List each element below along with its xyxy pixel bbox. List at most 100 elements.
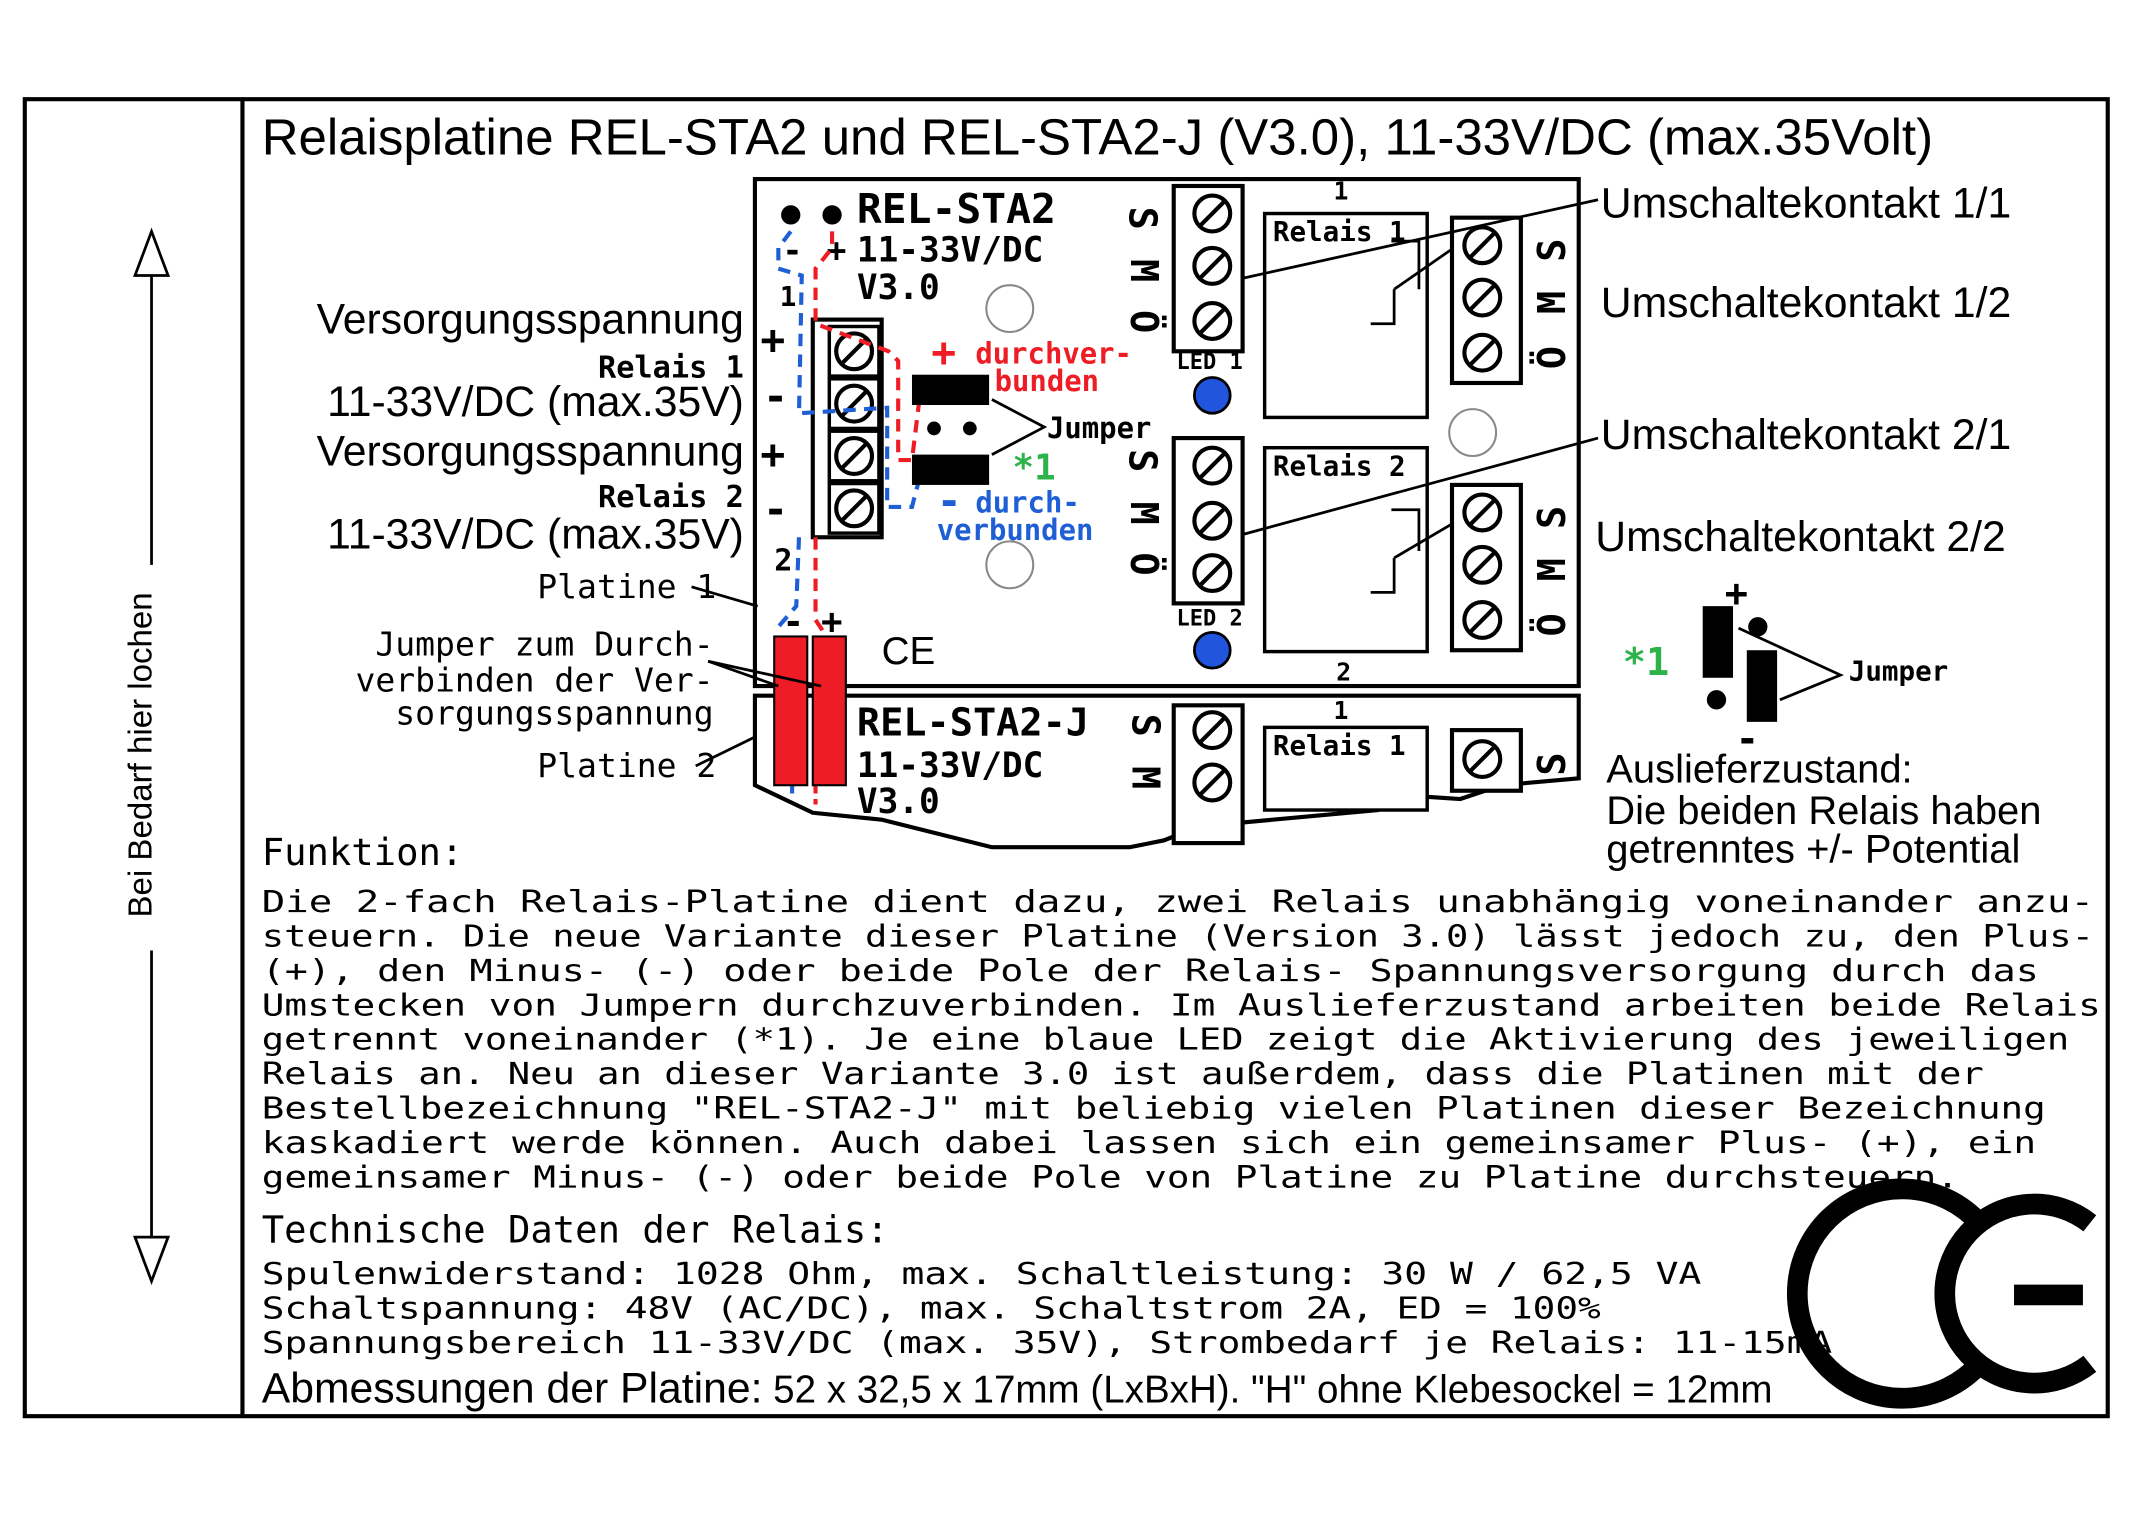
svg-text:Ö: Ö	[1121, 552, 1168, 575]
arrow-up-icon	[133, 227, 171, 277]
svg-text:Auslieferzustand:: Auslieferzustand:	[1606, 747, 1912, 791]
svg-text:Bestellbezeichnung "REL-STA2-J: Bestellbezeichnung "REL-STA2-J" mit beli…	[262, 1092, 2046, 1127]
arrow-down-icon	[133, 1235, 171, 1286]
svg-text:Schaltspannung: 48V (AC/DC), m: Schaltspannung: 48V (AC/DC), max. Schalt…	[262, 1291, 1601, 1326]
board-1-ce-mark: CE	[882, 630, 936, 673]
svg-text:Relais 2: Relais 2	[598, 480, 744, 515]
page-title: Relaisplatine REL-STA2 und REL-STA2-J (V…	[262, 108, 1933, 165]
svg-text:Relais 1: Relais 1	[1273, 730, 1406, 762]
board-1-name: REL-STA2	[857, 185, 1056, 233]
svg-text:Relais 2: Relais 2	[1273, 450, 1406, 482]
relay-2	[1262, 445, 1429, 654]
svg-text:Ö: Ö	[1121, 310, 1168, 333]
svg-text:Platine 1: Platine 1	[537, 567, 716, 606]
svg-text:Relais 1: Relais 1	[1273, 216, 1406, 248]
led1-label: LED 1	[1176, 350, 1242, 375]
svg-text:-: -	[782, 231, 802, 270]
outer-frame	[22, 97, 2110, 1419]
svg-text:+: +	[827, 231, 847, 270]
svg-text:11-33V/DC (max.35V): 11-33V/DC (max.35V)	[327, 510, 744, 558]
svg-text:*1: *1	[1013, 447, 1056, 488]
svg-text:Die 2-fach Relais-Platine dien: Die 2-fach Relais-Platine dient dazu, zw…	[262, 885, 2094, 920]
board-1-version: V3.0	[857, 268, 940, 308]
board-1-voltage: 11-33V/DC	[857, 231, 1044, 271]
cascade-jumper-plus	[811, 635, 847, 787]
mounting-hole	[985, 284, 1035, 334]
mounting-hole	[1448, 408, 1498, 458]
svg-text:Ö: Ö	[1528, 613, 1575, 636]
svg-text:*1: *1	[1623, 640, 1669, 685]
svg-text:S: S	[1530, 239, 1575, 262]
board-2-version: V3.0	[857, 782, 940, 822]
svg-text:11-33V/DC (max.35V): 11-33V/DC (max.35V)	[327, 378, 744, 426]
relay-1	[1262, 211, 1429, 420]
svg-text:Jumper: Jumper	[1047, 411, 1151, 445]
cascade-jumper-minus	[773, 635, 809, 787]
svg-text:verbunden: verbunden	[937, 513, 1094, 547]
svg-text:(+), den Minus- (-) oder beide: (+), den Minus- (-) oder beide Pole der …	[262, 954, 2039, 989]
svg-text:M: M	[1121, 259, 1166, 282]
led2-label: LED 2	[1176, 606, 1242, 631]
svg-text:Umschaltekontakt 1/2: Umschaltekontakt 1/2	[1601, 279, 2011, 327]
svg-text:M: M	[1530, 558, 1575, 581]
terminal-block-relay2-right	[1449, 482, 1523, 653]
svg-text:durch-: durch-	[975, 485, 1079, 519]
svg-text:Jumper zum Durch-: Jumper zum Durch-	[375, 625, 713, 664]
svg-text:S: S	[1530, 752, 1575, 775]
svg-text:-: -	[782, 602, 804, 643]
svg-text:Spulenwiderstand: 1028 Ohm, ma: Spulenwiderstand: 1028 Ohm, max. Schaltl…	[262, 1257, 1702, 1292]
svg-text:Umstecken von Jumpern durchzuv: Umstecken von Jumpern durchzuverbinden. …	[262, 988, 2101, 1023]
led1-icon	[1193, 376, 1232, 415]
terminal-block-relay1-left	[1171, 183, 1245, 354]
svg-text:Die beiden Relais haben: Die beiden Relais haben	[1606, 789, 2041, 833]
board-2: REL-STA2-J - + 11-33V/DC V3.0 S M 1 Rela…	[752, 693, 1581, 850]
svg-text:M: M	[1121, 501, 1166, 524]
svg-text:S: S	[1122, 714, 1167, 737]
svg-text:Ö: Ö	[1528, 346, 1575, 369]
tech-heading: Technische Daten der Relais:	[262, 1208, 889, 1252]
board-2-name: REL-STA2-J	[857, 701, 1089, 746]
svg-text:1: 1	[780, 281, 797, 313]
svg-text:+: +	[760, 430, 785, 478]
ce-mark-icon	[1786, 1178, 2097, 1409]
svg-text:1: 1	[1334, 177, 1349, 206]
svg-text:verbinden der Ver-: verbinden der Ver-	[355, 661, 713, 700]
svg-text:durchver-: durchver-	[975, 337, 1132, 371]
svg-text:2: 2	[774, 543, 792, 578]
jumper-plus	[911, 374, 990, 406]
svg-text:-: -	[763, 373, 788, 421]
svg-text:Umschaltekontakt 2/1: Umschaltekontakt 2/1	[1601, 411, 2011, 459]
trace-plus	[813, 231, 923, 463]
function-text: Die 2-fach Relais-Platine dient dazu, zw…	[262, 885, 2101, 1196]
svg-text:1: 1	[1334, 696, 1349, 725]
svg-text:Versorgungsspannung: Versorgungsspannung	[317, 295, 744, 343]
svg-text:S: S	[1120, 207, 1165, 230]
punch-label: Bei Bedarf hier lochen	[123, 592, 160, 917]
svg-text:getrennt voneinander (*1). Je: getrennt voneinander (*1). Je eine blaue…	[262, 1023, 2069, 1058]
led2-icon	[1193, 630, 1232, 670]
right-labels: Umschaltekontakt 1/1 Umschaltekontakt 1/…	[1242, 180, 2041, 871]
svg-text:Umschaltekontakt 2/2: Umschaltekontakt 2/2	[1595, 513, 2005, 561]
jumper-minus	[911, 454, 990, 485]
svg-text:steuern. Die neue Variante die: steuern. Die neue Variante dieser Platin…	[262, 919, 2094, 954]
dimensions: Abmessungen der Platine: 52 x 32,5 x 17m…	[262, 1364, 1773, 1412]
tech-text: Spulenwiderstand: 1028 Ohm, max. Schaltl…	[262, 1257, 1832, 1412]
svg-text:Relais 1: Relais 1	[598, 350, 744, 385]
board-1: REL-STA2 + - 11-33V/DC V3.0 1 2 + - + -	[752, 177, 1581, 689]
svg-text:+: +	[760, 316, 785, 364]
function-heading: Funktion:	[262, 830, 464, 874]
svg-text:2: 2	[1336, 658, 1351, 687]
svg-text:-: -	[937, 477, 962, 525]
svg-text:S: S	[1530, 506, 1575, 529]
svg-text:S: S	[1120, 449, 1165, 472]
terminal-block-relay2-left	[1171, 436, 1245, 606]
svg-text:Versorgungsspannung: Versorgungsspannung	[317, 428, 744, 476]
svg-text:Umschaltekontakt 1/1: Umschaltekontakt 1/1	[1601, 180, 2011, 228]
mounting-hole	[985, 540, 1035, 590]
svg-text:+: +	[931, 328, 956, 376]
svg-text:Platine 2: Platine 2	[537, 746, 716, 785]
board-2-voltage: 11-33V/DC	[857, 746, 1044, 786]
supply-terminal-block	[810, 317, 884, 540]
svg-text:+: +	[821, 602, 843, 643]
